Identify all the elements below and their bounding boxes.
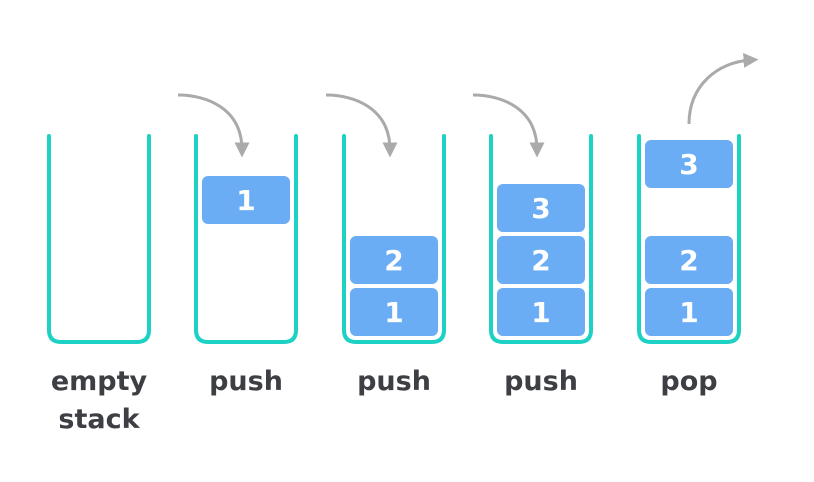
stack-stage: 1 push: [177, 93, 298, 397]
stack-element: [645, 140, 733, 188]
stack-element-label: 3: [531, 192, 550, 225]
stage-caption: empty: [51, 366, 148, 397]
stack-element: [350, 288, 438, 336]
stack-element: [497, 288, 585, 336]
stack-container: [489, 134, 593, 344]
stack-stage: empty stack: [47, 134, 151, 435]
stage-caption: stack: [58, 404, 140, 435]
stage-caption: push: [357, 366, 431, 397]
stack-element: [350, 236, 438, 284]
stack-stage: 3 2 1 push: [472, 93, 593, 397]
stack-element-label: 1: [531, 296, 550, 329]
stack-container: [342, 134, 446, 344]
stack-element: [497, 184, 585, 232]
stack-element-label: 2: [384, 244, 403, 277]
stack-element-label: 1: [679, 296, 698, 329]
stack-element-label: 1: [236, 184, 255, 217]
stage-caption: push: [209, 366, 283, 397]
push-arrow: [472, 93, 545, 158]
stack-element: [645, 288, 733, 336]
stack-container: [194, 134, 298, 344]
stack-element: [645, 236, 733, 284]
push-arrow: [325, 93, 398, 158]
stack-element-label: 1: [384, 296, 403, 329]
pop-arrow: [687, 52, 759, 125]
stack-element: [202, 176, 290, 224]
stack-element-label: 3: [679, 148, 698, 181]
stack-container: [637, 134, 741, 344]
stack-stage: 3 2 1 pop: [637, 52, 759, 397]
stack-element-label: 2: [531, 244, 550, 277]
stack-container: [47, 134, 151, 344]
stage-caption: push: [504, 366, 578, 397]
stack-stage: 2 1 push: [325, 93, 446, 397]
stack-element: [497, 236, 585, 284]
stack-element-label: 2: [679, 244, 698, 277]
push-arrow: [177, 93, 250, 158]
stage-caption: pop: [660, 366, 717, 397]
